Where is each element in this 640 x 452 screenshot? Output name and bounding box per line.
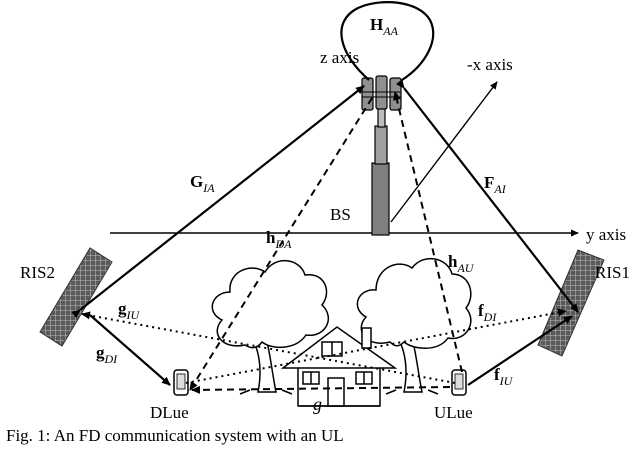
x-axis-line bbox=[390, 81, 498, 223]
gia-label: GIA bbox=[190, 172, 215, 195]
antenna-left bbox=[361, 77, 374, 111]
g-label: g bbox=[313, 394, 322, 414]
giu-label: gIU bbox=[118, 299, 140, 322]
ulue-phone bbox=[451, 369, 467, 396]
dlue-label: DLue bbox=[150, 403, 189, 422]
ris2-label: RIS2 bbox=[20, 263, 55, 282]
antenna-right bbox=[389, 77, 402, 111]
fdi-label: fDI bbox=[478, 301, 497, 324]
base-station: BS bbox=[330, 75, 402, 236]
fai-label: FAI bbox=[484, 173, 507, 196]
self-interference-loop bbox=[340, 1, 435, 81]
fai-link bbox=[395, 79, 579, 313]
gdi-link bbox=[89, 314, 171, 386]
hau-label: hAU bbox=[448, 252, 475, 275]
figure-caption: Fig. 1: An FD communication system with … bbox=[6, 426, 344, 445]
fiu-label: fIU bbox=[494, 365, 514, 388]
x-axis-label: -x axis bbox=[467, 55, 513, 74]
hda-link bbox=[189, 97, 373, 391]
ris1-label: RIS1 bbox=[595, 263, 630, 282]
ulue-label: ULue bbox=[434, 403, 473, 422]
haa-label: HAA bbox=[370, 15, 399, 38]
fdi-link bbox=[185, 308, 567, 384]
gia-link bbox=[71, 85, 365, 319]
z-axis-label: z axis bbox=[320, 48, 359, 67]
gdi-label: gDI bbox=[96, 343, 118, 366]
bs-label: BS bbox=[330, 205, 351, 224]
tower-base bbox=[371, 162, 390, 236]
hda-label: hDA bbox=[266, 228, 292, 251]
tower-mid bbox=[374, 125, 388, 165]
dlue-phone bbox=[173, 369, 189, 396]
y-axis-label: y axis bbox=[586, 225, 626, 244]
fiu-link bbox=[467, 315, 573, 386]
